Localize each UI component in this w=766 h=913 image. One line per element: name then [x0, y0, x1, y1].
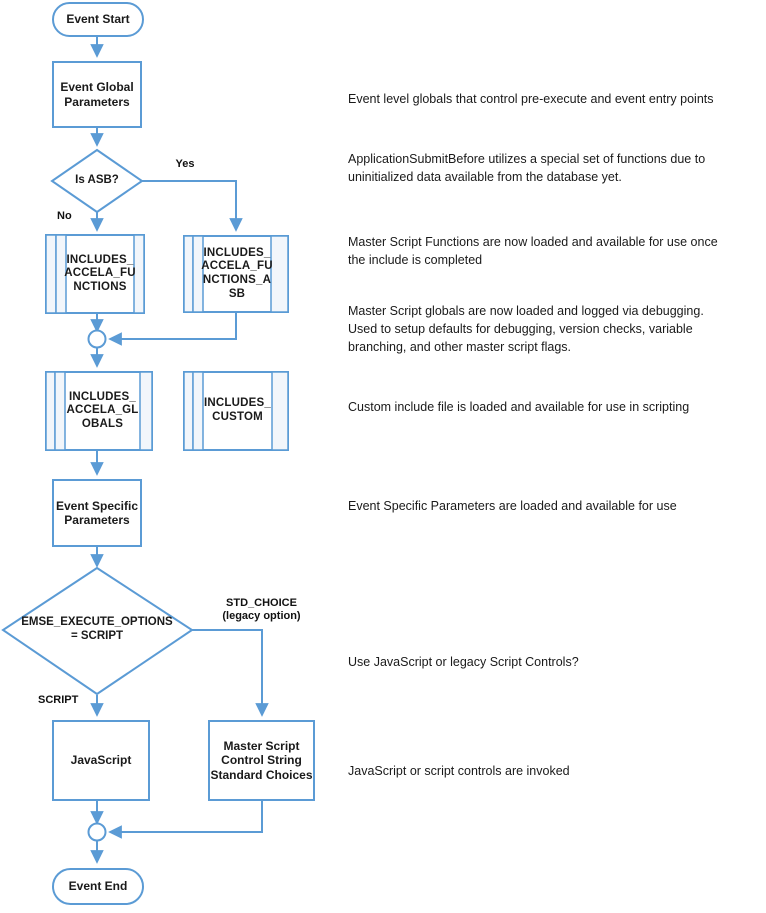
shape-event-end	[52, 868, 144, 905]
shape-includes-custom	[183, 371, 289, 451]
edge-label-std-choice: STD_CHOICE (legacy option)	[222, 597, 301, 622]
edge-label-no: No	[57, 210, 72, 222]
annotation-script-choice: Use JavaScript or legacy Script Controls…	[348, 655, 579, 669]
shape-event-start	[52, 2, 144, 37]
edge-isasb-yes	[142, 180, 243, 232]
shape-includes-accela-functions-asb	[183, 235, 289, 313]
shape-includes-accela-functions	[45, 234, 145, 314]
edge-functions-asb-to-merge	[108, 312, 237, 346]
annotation-master-functions: Master Script Functions are now loaded a…	[348, 235, 718, 268]
shape-javascript	[52, 720, 150, 801]
shape-is-asb	[50, 148, 144, 214]
shape-master-script-control-string	[208, 720, 315, 801]
shape-event-specific-params	[52, 479, 142, 547]
annotation-invoked: JavaScript or script controls are invoke…	[348, 764, 570, 778]
shape-event-global-params	[52, 61, 142, 128]
edge-master-script-to-merge2	[108, 800, 263, 839]
edge-label-yes: Yes	[175, 158, 195, 170]
annotation-master-globals: Master Script globals are now loaded and…	[348, 304, 704, 355]
annotation-event-specific: Event Specific Parameters are loaded and…	[348, 499, 677, 513]
shape-includes-accela-globals	[45, 371, 153, 451]
annotation-asb: ApplicationSubmitBefore utilizes a speci…	[348, 152, 706, 185]
annotation-event-globals: Event level globals that control pre-exe…	[348, 92, 714, 106]
merge-connector-2	[87, 822, 107, 842]
edge-emse-std-choice	[192, 629, 269, 717]
shape-emse-execute-options	[1, 566, 194, 696]
merge-connector-1	[87, 329, 107, 349]
edge-label-script: SCRIPT	[38, 694, 79, 706]
annotation-custom-include: Custom include file is loaded and availa…	[348, 400, 690, 414]
